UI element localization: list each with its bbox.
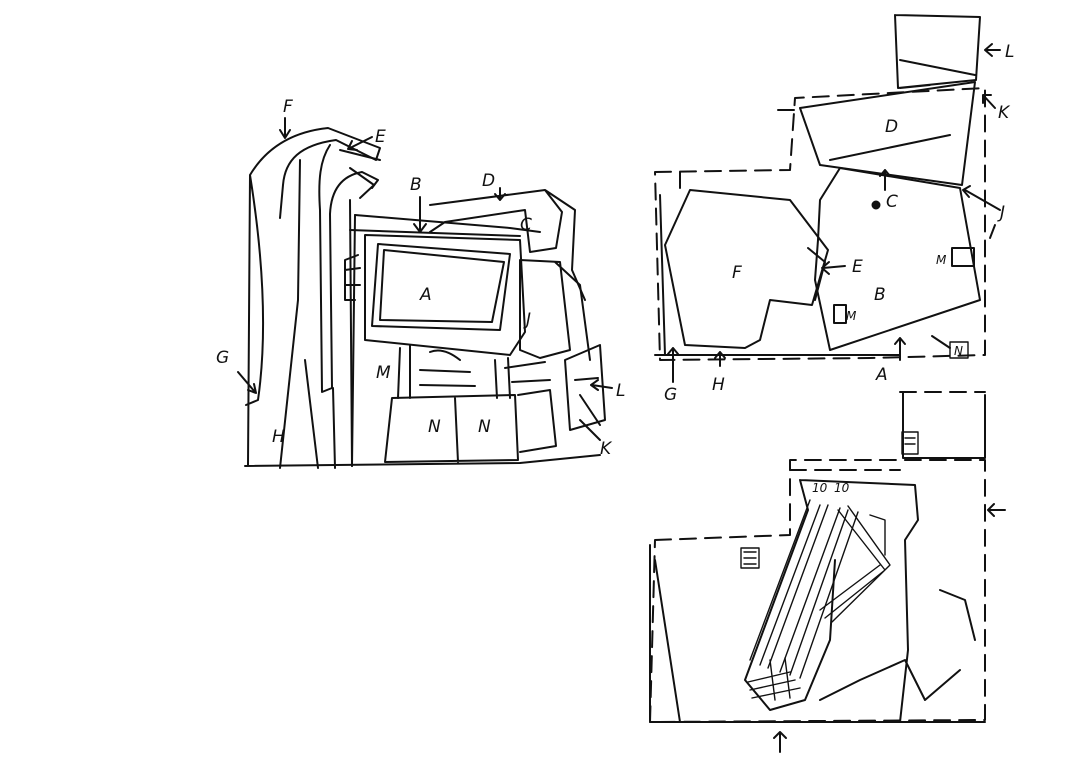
side-wall <box>344 214 361 467</box>
block-cd <box>429 189 586 301</box>
upper-plan: D L K C J M M F E B G H A N <box>654 14 1014 405</box>
lower-plan-wall <box>649 391 986 723</box>
label-plan-n: N <box>954 344 963 358</box>
leader-l <box>590 379 613 391</box>
stair-wing <box>819 505 891 623</box>
block-n-right <box>517 389 557 453</box>
label-elev-c: C <box>520 215 532 235</box>
label-elev-l: L <box>616 381 625 401</box>
bottom-treads <box>747 657 801 701</box>
lower-inner-walls <box>819 589 976 701</box>
plan-region-b <box>814 167 981 351</box>
lower-box-ne <box>901 431 919 455</box>
block-kl <box>564 344 606 431</box>
plan-m-box-1 <box>951 247 975 267</box>
roof-band-b <box>349 214 541 237</box>
plan-block-f <box>664 189 829 349</box>
label-plan-k: K <box>998 103 1011 123</box>
lower-box-ne-lines <box>904 437 916 445</box>
plan-baseline <box>654 194 901 356</box>
label-elev-f: F <box>283 97 293 117</box>
label-elev-k: K <box>600 439 613 459</box>
tower-outline <box>245 127 381 466</box>
block-a-outer <box>364 234 526 356</box>
lower-entry-arrow-s <box>773 731 787 753</box>
block-j <box>519 259 591 361</box>
plan-leader-e <box>821 261 846 275</box>
label-plan-j: J <box>997 203 1005 223</box>
label-elev-a: A <box>419 285 432 305</box>
leader-k <box>579 419 601 441</box>
leader-b <box>413 196 427 233</box>
label-elev-g: G <box>216 348 229 368</box>
label-plan-a: A <box>875 365 888 385</box>
label-plan-d: D <box>885 117 898 137</box>
label-elev-j: J <box>523 310 531 330</box>
label-elev-b: B <box>410 175 422 195</box>
plan-c-dot <box>871 200 881 210</box>
plan-leader-j <box>962 185 1001 239</box>
block-a-inner <box>371 243 511 331</box>
stair-lines <box>749 499 859 679</box>
plan-leader-g <box>667 347 679 383</box>
tower-cap <box>339 149 381 199</box>
middle-stairs <box>397 344 551 399</box>
plan-n-box <box>949 341 969 359</box>
label-lower-10b: 10 <box>834 481 850 495</box>
leader-f <box>279 117 291 139</box>
label-lower-10a: 10 <box>812 481 828 495</box>
lower-stair-box <box>740 547 760 569</box>
plan-leader-a <box>894 337 906 361</box>
block-n <box>384 394 519 463</box>
leader-d <box>494 187 506 201</box>
lower-plan: 10 10 <box>649 391 1006 753</box>
elevation-ground-line <box>244 454 601 467</box>
plan-leader-n <box>931 335 951 349</box>
label-elev-n1: N <box>428 417 441 437</box>
label-plan-g: G <box>664 385 677 405</box>
plan-e-notch <box>807 247 826 301</box>
label-elev-e: E <box>375 127 386 147</box>
label-elev-d: D <box>482 171 495 191</box>
plan-leader-l <box>984 43 1001 57</box>
label-plan-f: F <box>732 263 742 283</box>
leader-e <box>347 136 373 151</box>
plan-leader-c <box>879 169 891 191</box>
plan-boundary <box>654 87 986 361</box>
label-plan-c: C <box>886 192 898 212</box>
label-elev-n2: N <box>478 417 491 437</box>
label-plan-e: E <box>852 257 863 277</box>
plan-leader-h <box>714 351 726 367</box>
lower-stair-box-lines <box>743 551 757 565</box>
label-plan-h: H <box>712 375 725 395</box>
plan-leader-k <box>982 94 996 109</box>
label-plan-m1: M <box>936 253 947 267</box>
label-plan-l: L <box>1005 42 1014 62</box>
lower-entry-arrow-e <box>987 503 1006 517</box>
leader-g <box>237 371 257 394</box>
label-elev-m: M <box>376 363 391 383</box>
plan-tower-l <box>894 14 981 89</box>
label-elev-h: H <box>272 427 285 447</box>
tower-inner-lines <box>279 159 353 469</box>
plan-m-box-2 <box>833 304 847 324</box>
label-plan-b: B <box>874 285 886 305</box>
label-plan-m2: M <box>846 309 857 323</box>
elevation-sketch: F E B D C A J M G H N N L K <box>216 97 625 469</box>
